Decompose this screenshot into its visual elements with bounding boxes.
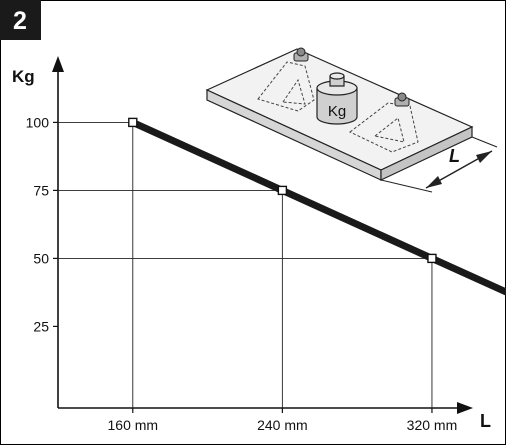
dimension-label: L <box>449 146 460 166</box>
y-tick-label: 100 <box>26 114 50 130</box>
y-tick-label: 50 <box>33 250 49 266</box>
figure-number-badge <box>0 0 41 40</box>
y-tick-label: 25 <box>33 318 49 334</box>
x-tick-label: 320 mm <box>407 417 458 433</box>
marker-layer <box>128 117 437 264</box>
screw-right <box>394 92 410 107</box>
screw-left <box>293 47 309 62</box>
y-axis-label: Kg <box>12 67 35 86</box>
y-tick-label: 75 <box>33 182 49 198</box>
x-tick-label: 240 mm <box>257 417 308 433</box>
bracket-right-inner <box>373 117 405 143</box>
series-layer <box>131 119 506 296</box>
bracket-right-outline <box>349 102 419 153</box>
weight-icon <box>316 72 358 125</box>
plate-illustration: Kg L <box>205 47 498 193</box>
x-tick-label: 160 mm <box>108 417 159 433</box>
data-point-marker <box>427 253 437 264</box>
weight-label: Kg <box>328 103 346 120</box>
dimension-arrow <box>380 136 498 193</box>
data-point-marker <box>128 117 138 128</box>
y-axis-arrow <box>52 56 64 72</box>
tick-layer: 25 50 75 100 160 mm 240 mm 320 mm <box>26 114 458 433</box>
figure-number: 2 <box>13 7 27 35</box>
x-axis-label: L <box>480 411 491 431</box>
bracket-left-inner <box>282 78 306 105</box>
series-line <box>131 119 506 296</box>
guide-lines <box>58 121 433 408</box>
bracket-left-outline <box>257 61 315 112</box>
x-axis-arrow <box>457 402 473 414</box>
data-point-marker <box>277 185 288 196</box>
